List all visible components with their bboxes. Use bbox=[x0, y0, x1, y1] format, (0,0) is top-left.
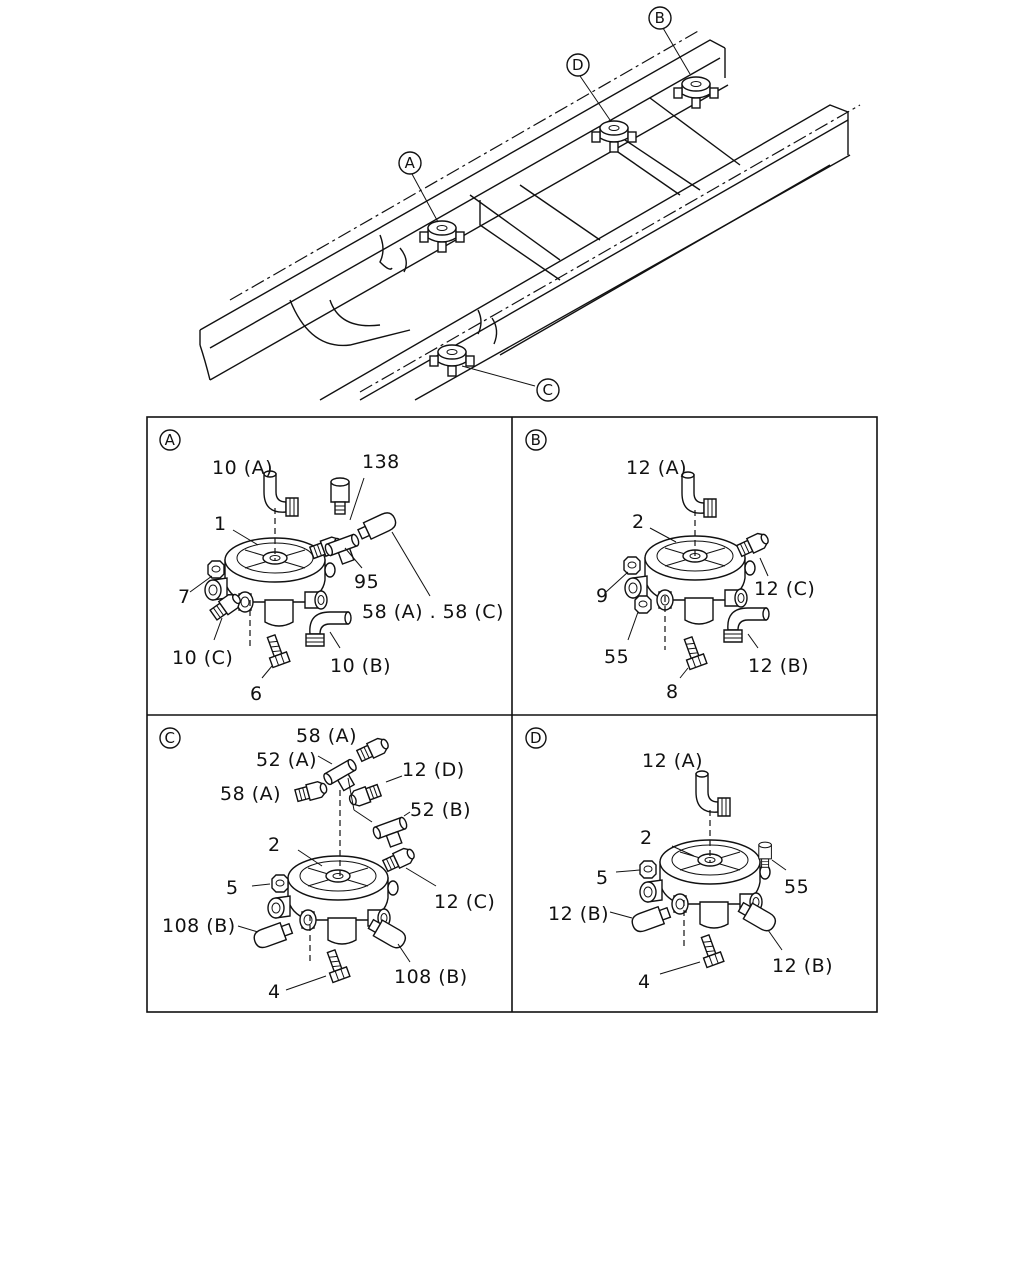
panel-b-label-4: 9 bbox=[596, 585, 609, 607]
panel-d-label-2: 2 bbox=[640, 827, 653, 849]
panel-b: B 12 (A) 2 12 (C) 9 55 12 (B) 8 bbox=[525, 429, 815, 703]
panel-b-label-3: 12 (C) bbox=[754, 578, 815, 600]
panel-a-label-1: 10 (A) bbox=[212, 457, 273, 479]
panel-a-label-7: 10 (C) bbox=[172, 647, 233, 669]
panel-c-label-3: 12 (D) bbox=[402, 759, 465, 781]
panel-c-label-2: 52 (A) bbox=[256, 749, 317, 771]
panel-a-label-6: 58 (A) . 58 (C) bbox=[362, 601, 504, 623]
callout-b: B bbox=[648, 6, 672, 30]
panel-a: A 10 (A) 138 1 7 95 58 (A) . 58 (C) 10 (… bbox=[159, 429, 504, 705]
panel-c: C 58 (A) 52 (A) 12 (D) 58 (A) 52 (B) 2 5… bbox=[159, 725, 495, 1003]
panel-c-label-8: 12 (C) bbox=[434, 891, 495, 913]
panel-b-letter: B bbox=[531, 431, 542, 449]
panel-d-letter: D bbox=[530, 729, 542, 747]
panel-d-label-4: 55 bbox=[784, 876, 809, 898]
panel-d-label-6: 12 (B) bbox=[772, 955, 833, 977]
panel-a-label-5: 95 bbox=[354, 571, 379, 593]
panel-d-label-5: 12 (B) bbox=[548, 903, 609, 925]
callout-a-letter: A bbox=[405, 154, 416, 172]
panel-b-label-6: 12 (B) bbox=[748, 655, 809, 677]
callout-d-letter: D bbox=[572, 56, 584, 74]
panel-grid bbox=[146, 416, 878, 1013]
panel-a-label-4: 7 bbox=[178, 586, 191, 608]
panel-b-label-5: 55 bbox=[604, 646, 629, 668]
panel-a-label-3: 1 bbox=[214, 513, 227, 535]
callout-c-letter: C bbox=[543, 381, 554, 399]
panel-d-label-1: 12 (A) bbox=[642, 750, 703, 772]
panel-c-label-5: 52 (B) bbox=[410, 799, 471, 821]
panel-a-label-2: 138 bbox=[362, 451, 400, 473]
panel-c-label-1: 58 (A) bbox=[296, 725, 357, 747]
chassis-overview bbox=[199, 27, 861, 401]
panel-b-label-2: 2 bbox=[632, 511, 645, 533]
panel-d-label-3: 5 bbox=[596, 867, 609, 889]
panel-a-label-9: 6 bbox=[250, 683, 263, 705]
panel-c-label-7: 5 bbox=[226, 877, 239, 899]
panel-a-letter: A bbox=[165, 431, 176, 449]
panel-c-label-11: 4 bbox=[268, 981, 281, 1003]
panel-c-label-10: 108 (B) bbox=[394, 966, 468, 988]
callout-b-letter: B bbox=[655, 9, 666, 27]
panel-c-label-4: 58 (A) bbox=[220, 783, 281, 805]
panel-c-letter: C bbox=[165, 729, 176, 747]
panel-d: D 12 (A) 2 5 55 12 (B) 12 (B) 4 bbox=[525, 727, 833, 993]
callout-d: D bbox=[566, 53, 590, 77]
callout-c: C bbox=[536, 378, 560, 402]
panel-a-label-8: 10 (B) bbox=[330, 655, 391, 677]
callout-a: A bbox=[398, 151, 422, 175]
panel-c-label-9: 108 (B) bbox=[162, 915, 236, 937]
panel-b-label-7: 8 bbox=[666, 681, 679, 703]
panel-c-label-6: 2 bbox=[268, 834, 281, 856]
panel-b-label-1: 12 (A) bbox=[626, 457, 687, 479]
panel-d-label-7: 4 bbox=[638, 971, 651, 993]
